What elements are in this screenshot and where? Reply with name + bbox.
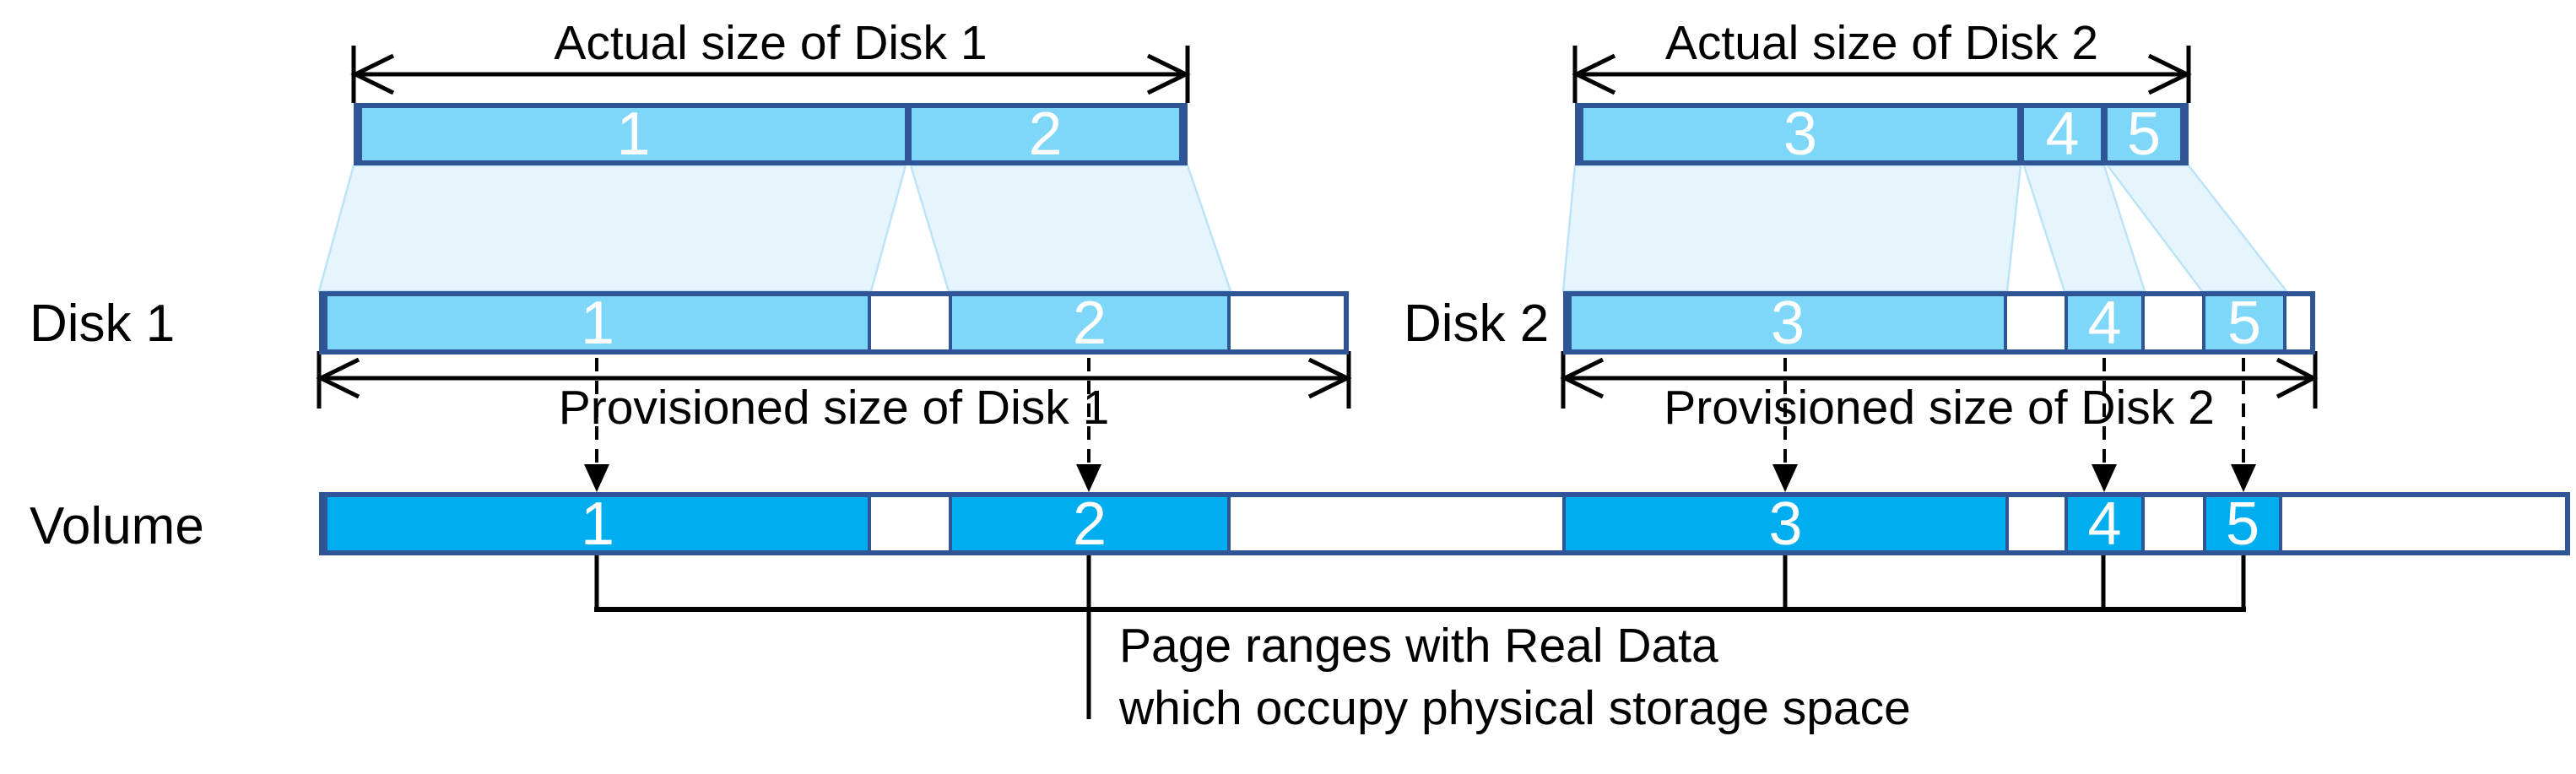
segment-label: 1 [616,100,651,168]
segment-disk2-provisioned-5: 5 [2202,293,2286,354]
segment-label: 5 [2225,490,2260,558]
segment-volume-2: 2 [949,494,1231,555]
provisioned-size-label-disk2: Provisioned size of Disk 2 [1664,381,2215,435]
arrowhead-volume-3 [1772,464,1798,492]
trapezoid-segment-3 [1561,164,2022,293]
segment-volume-5: 5 [2203,494,2282,555]
segment-disk2-actual-3: 3 [1580,104,2021,165]
segment-label: 5 [2126,100,2162,168]
segment-disk2-actual-5: 5 [2104,104,2184,165]
segment-label: 4 [2087,289,2122,357]
note-line-1: Page ranges with Real Data [1119,619,1718,673]
segment-volume-1: 1 [324,494,871,555]
actual-size-label-disk1: Actual size of Disk 1 [554,16,988,70]
page-range-bracket [594,555,2246,719]
segment-label: 2 [1028,100,1063,168]
segment-label: 2 [1072,289,1107,357]
segment-disk1-actual-1: 1 [359,104,908,165]
provisioned-size-arrow-disk1 [316,351,1352,409]
segment-label: 4 [2087,490,2122,558]
trapezoid-segment-2 [909,164,1232,293]
trapezoid-segment-1 [317,164,907,293]
segment-label: 4 [2045,100,2080,168]
segment-label: 5 [2227,289,2262,357]
actual-size-arrow-disk1 [350,46,1191,103]
dashed-mapping-arrows [584,358,2256,492]
segment-volume-3: 3 [1562,494,2009,555]
segment-disk1-actual-2: 2 [908,104,1182,165]
segment-label: 3 [1770,289,1805,357]
segment-disk1-provisioned-2: 2 [949,293,1231,354]
mapping-trapezoids [317,164,2289,293]
segment-label: 3 [1768,490,1803,558]
provisioned-size-arrow-disk2 [1560,351,2319,409]
row-label-volume: Volume [30,497,204,555]
segment-disk2-provisioned-4: 4 [2065,293,2145,354]
actual-size-label-disk2: Actual size of Disk 2 [1664,16,2099,70]
row-label-disk1: Disk 1 [30,295,176,353]
actual-size-arrow-disk2 [1572,46,2192,103]
arrowhead-volume-1 [584,464,609,492]
segment-disk2-actual-4: 4 [2021,104,2104,165]
arrowhead-volume-2 [1076,464,1101,492]
segment-label: 1 [580,289,615,357]
segment-disk1-provisioned-1: 1 [324,293,871,354]
segment-label: 3 [1783,100,1818,168]
arrowhead-volume-5 [2231,464,2256,492]
segment-disk2-provisioned-3: 3 [1568,293,2007,354]
note-line-2: which occupy physical storage space [1119,681,1911,735]
arrowhead-volume-4 [2092,464,2117,492]
provisioned-size-label-disk1: Provisioned size of Disk 1 [558,381,1110,435]
segment-volume-4: 4 [2065,494,2145,555]
row-label-disk2: Disk 2 [1404,295,1550,353]
segment-label: 1 [580,490,615,558]
segment-label: 2 [1072,490,1107,558]
